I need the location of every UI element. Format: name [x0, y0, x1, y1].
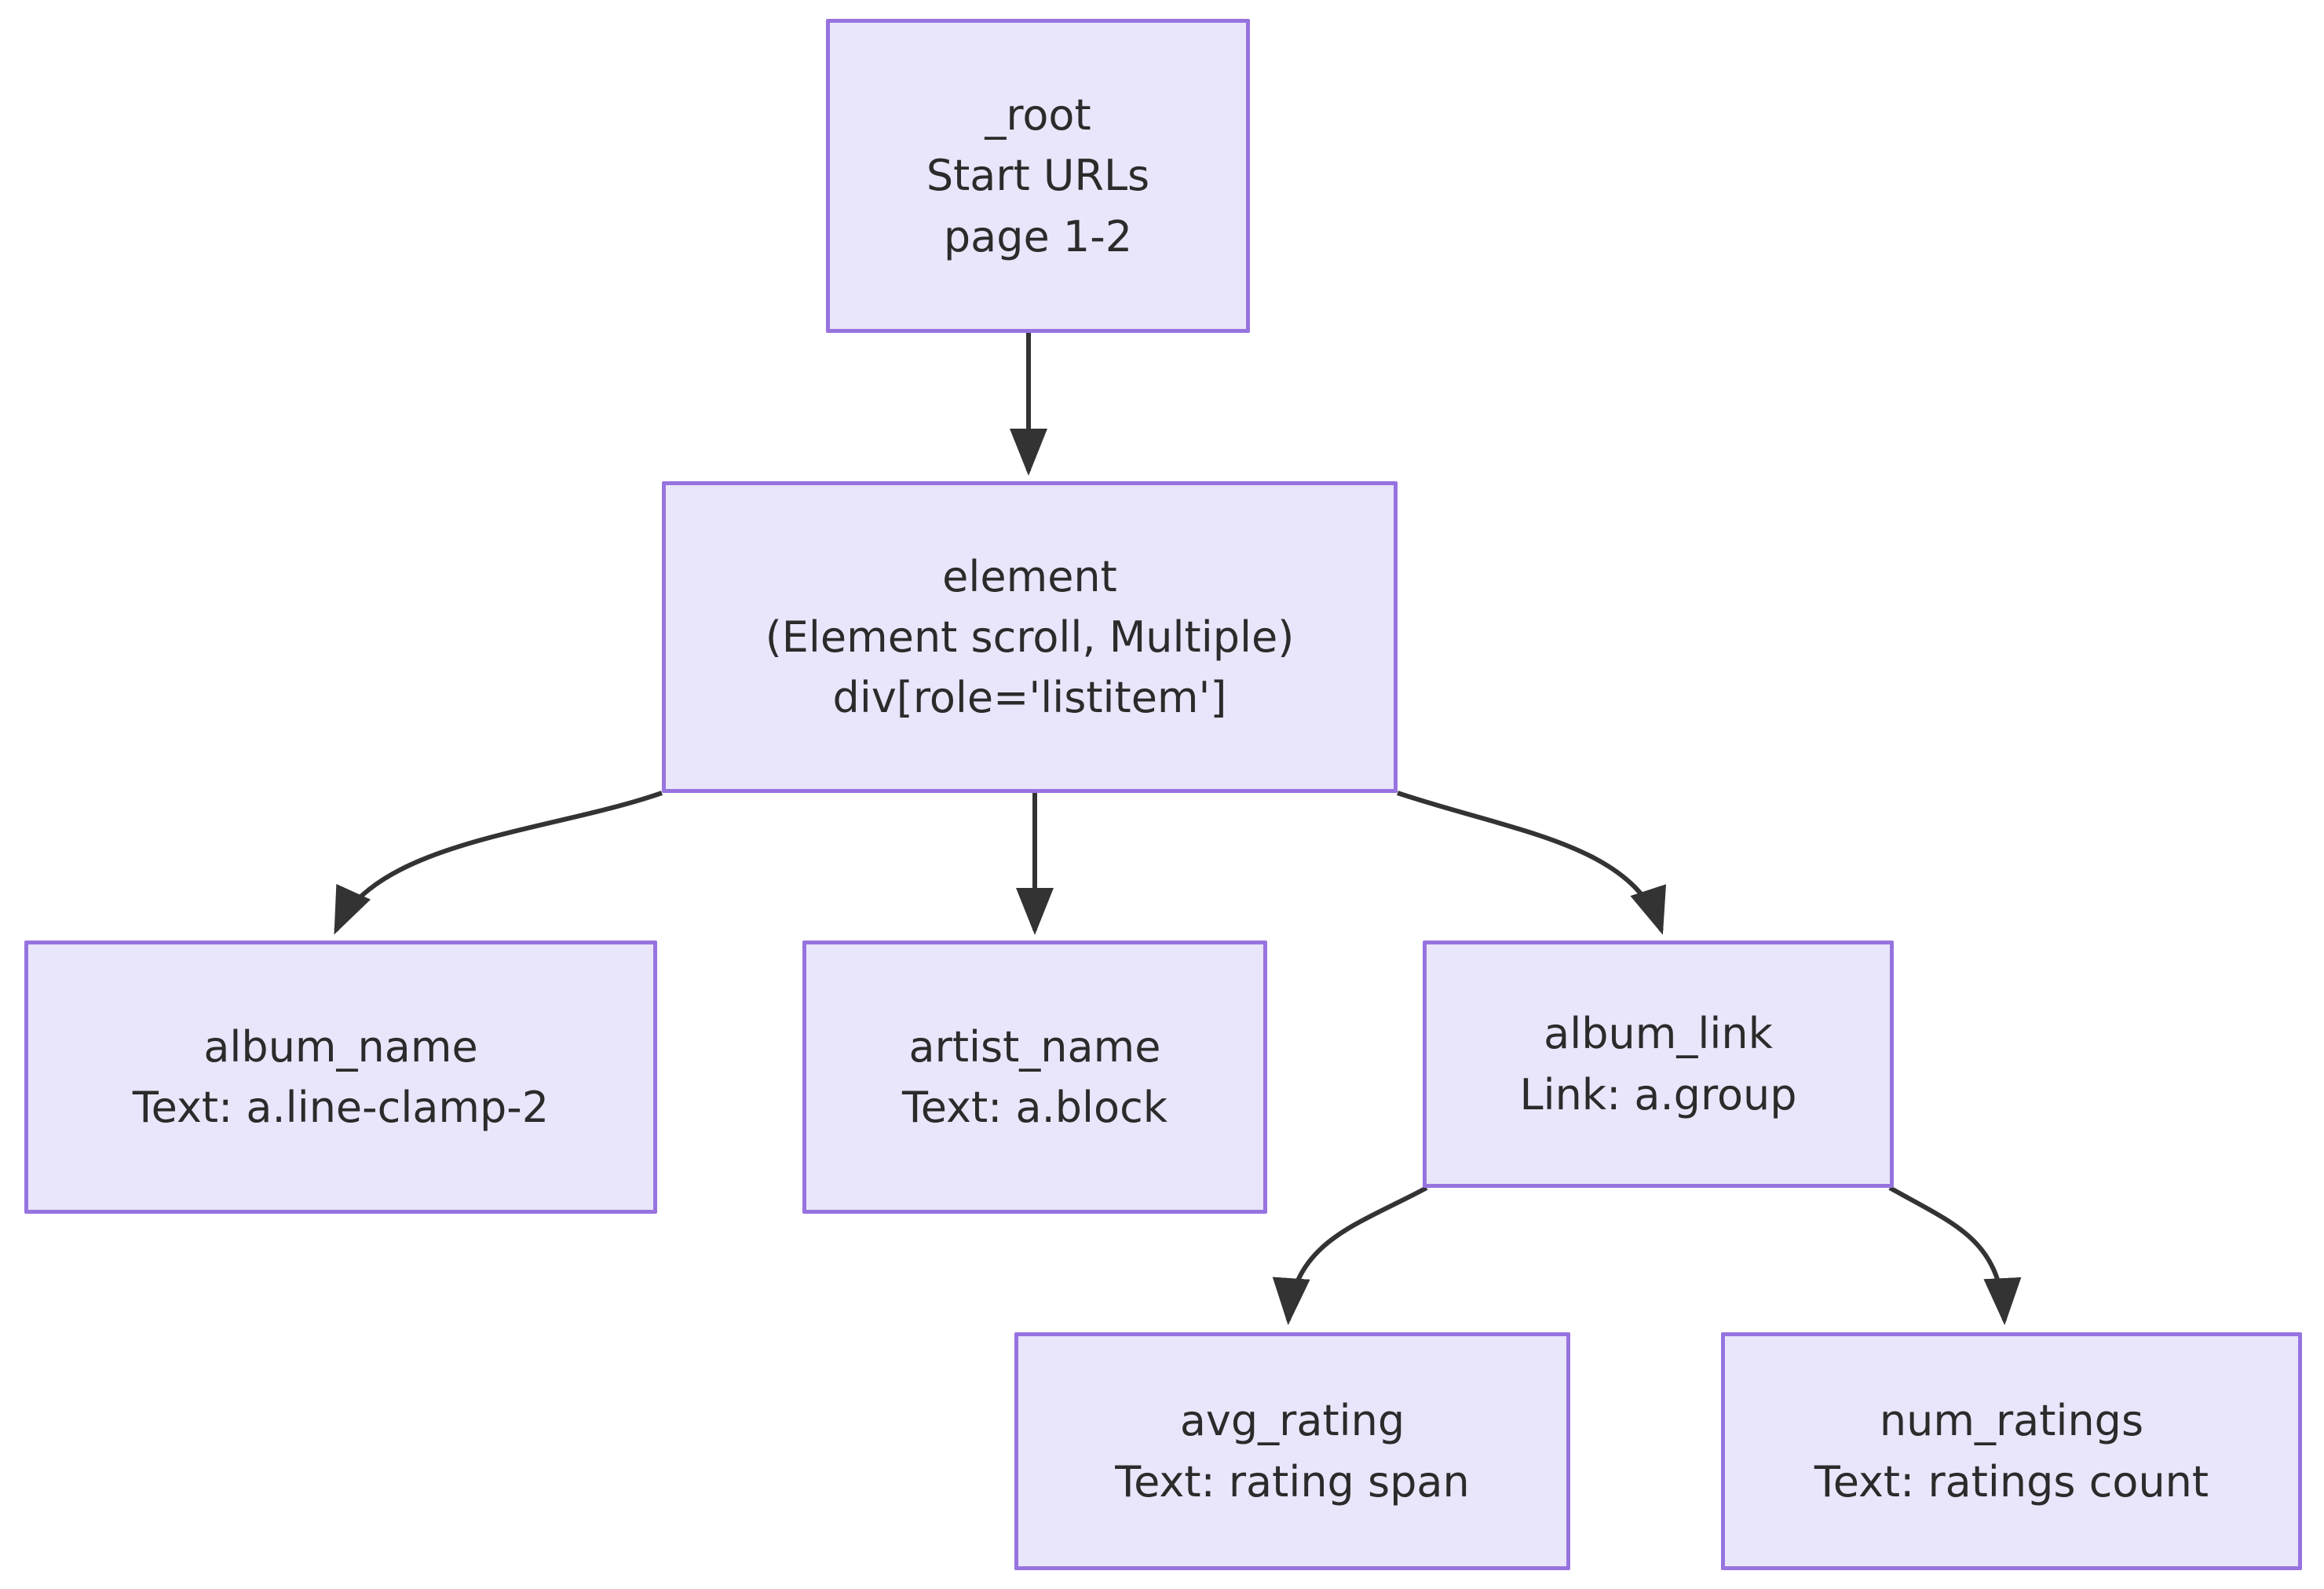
node-element-title: element	[942, 551, 1117, 601]
node-element[interactable]: element (Element scroll, Multiple) div[r…	[662, 481, 1398, 793]
node-avg-rating-title: avg_rating	[1179, 1396, 1405, 1446]
node-avg-rating-subtitle: Text: rating span	[1115, 1456, 1470, 1507]
node-album-name[interactable]: album_name Text: a.line-clamp-2	[24, 941, 657, 1214]
node-root-detail: page 1-2	[943, 211, 1133, 261]
edge-album-link-to-num-ratings	[1888, 1185, 2022, 1325]
node-num-ratings[interactable]: num_ratings Text: ratings count	[1721, 1332, 2302, 1570]
node-album-name-subtitle: Text: a.line-clamp-2	[132, 1083, 550, 1132]
node-artist-name[interactable]: artist_name Text: a.block	[802, 941, 1267, 1214]
node-artist-name-title: artist_name	[908, 1021, 1161, 1072]
node-root[interactable]: _root Start URLs page 1-2	[826, 19, 1250, 333]
node-num-ratings-title: num_ratings	[1879, 1396, 2144, 1446]
node-album-link-title: album_link	[1544, 1009, 1773, 1059]
node-artist-name-subtitle: Text: a.block	[901, 1083, 1168, 1132]
node-album-link[interactable]: album_link Link: a.group	[1423, 941, 1894, 1188]
node-album-link-subtitle: Link: a.group	[1519, 1069, 1797, 1120]
node-element-detail: div[role='listitem']	[832, 673, 1227, 723]
node-avg-rating[interactable]: avg_rating Text: rating span	[1014, 1332, 1570, 1570]
node-num-ratings-subtitle: Text: ratings count	[1814, 1456, 2209, 1507]
edge-album-link-to-avg-rating	[1272, 1185, 1428, 1325]
node-element-subtitle: (Element scroll, Multiple)	[765, 612, 1295, 662]
edge-element-to-album-link	[1397, 791, 1666, 935]
node-root-subtitle: Start URLs	[926, 151, 1150, 201]
node-root-title: _root	[985, 90, 1091, 141]
node-album-name-title: album_name	[203, 1021, 478, 1072]
edge-element-to-album-name	[334, 791, 663, 935]
